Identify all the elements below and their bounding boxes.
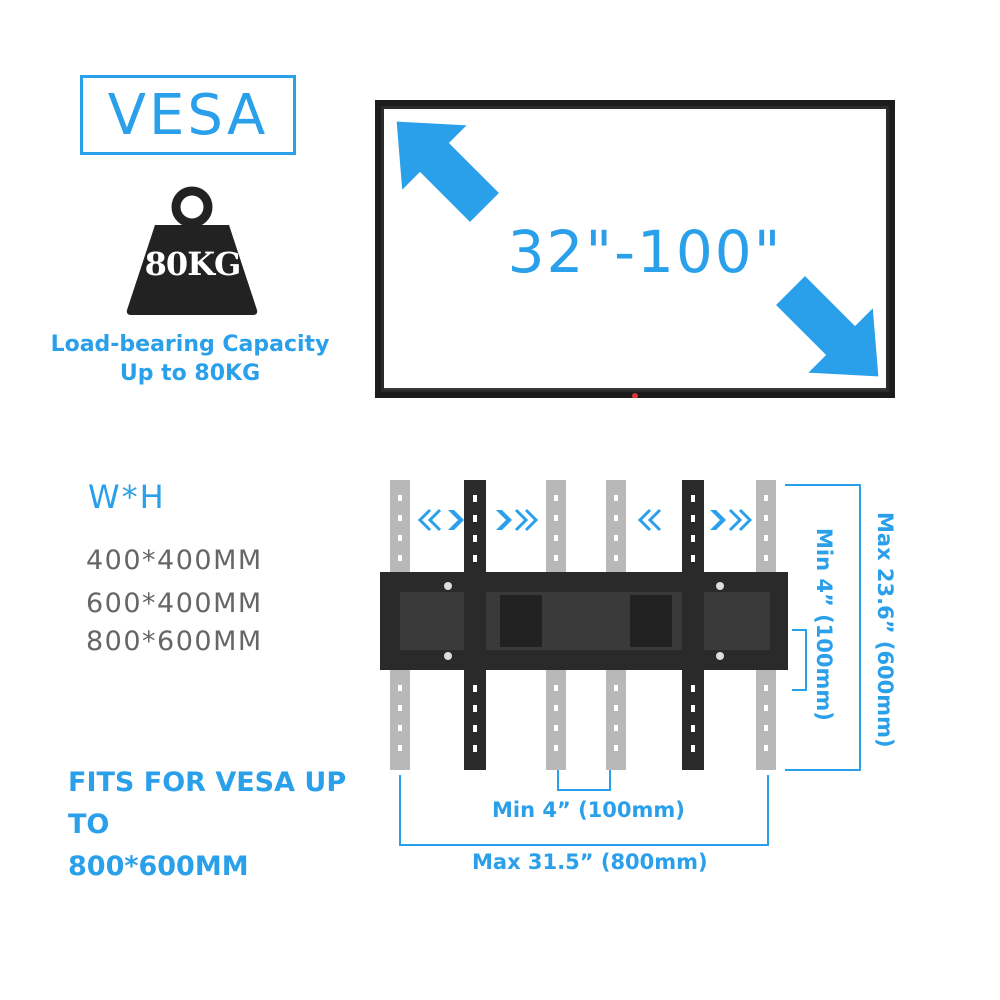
vesa-label: VESA [107, 82, 269, 148]
tv-illustration: 32"-100" [375, 100, 895, 399]
weight-badge-text: 80KG [144, 245, 242, 283]
vesa-size-1: 400*400MM [86, 545, 263, 576]
chevron-arrows-left-icon [417, 508, 662, 532]
min-horizontal-dimension: Min 4” (100mm) [492, 798, 685, 822]
capacity-line1: Load-bearing Capacity [50, 332, 330, 357]
arrow-up-left-icon [393, 118, 504, 227]
chevron-arrows-right-icon [448, 510, 726, 530]
fits-line2: 800*600MM [68, 851, 249, 882]
fits-text: FITS FOR VESA UP TO 800*600MM [68, 762, 388, 888]
capacity-text: Load-bearing Capacity Up to 80KG [40, 330, 340, 388]
vesa-label-box: VESA [80, 75, 296, 155]
weight-icon: 80KG [125, 185, 260, 315]
max-horizontal-dimension: Max 31.5” (800mm) [472, 850, 708, 874]
capacity-line2: Up to 80KG [119, 361, 261, 386]
tv-size-text: 32"-100" [508, 218, 783, 286]
mount-bracket-illustration [360, 470, 920, 890]
min-vertical-dimension: Min 4” (100mm) [812, 528, 836, 721]
arrow-down-right-icon [771, 271, 882, 380]
max-vertical-dimension: Max 23.6” (600mm) [873, 512, 897, 748]
wh-label: W*H [88, 478, 166, 516]
fits-line1: FITS FOR VESA UP TO [68, 767, 347, 840]
vesa-size-3: 800*600MM [86, 626, 263, 657]
vesa-size-2: 600*400MM [86, 588, 263, 619]
